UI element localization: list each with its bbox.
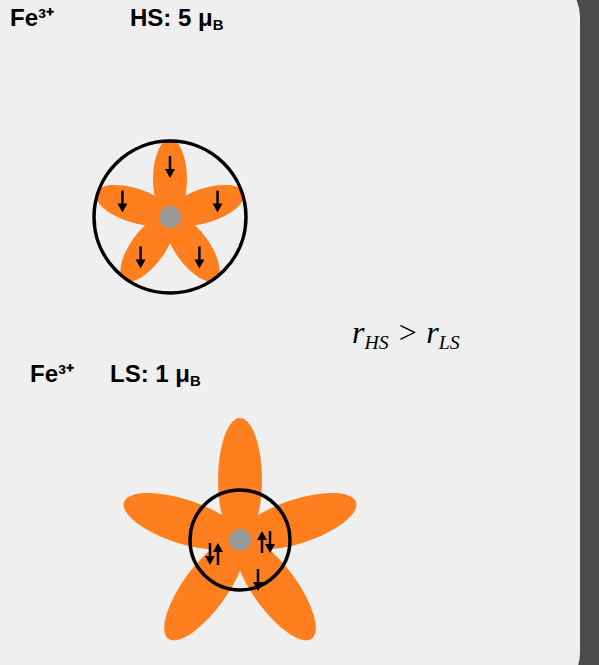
spin-arrowhead	[213, 543, 223, 552]
spin-arrowhead	[257, 531, 267, 540]
spin-arrowhead	[117, 204, 127, 213]
high-spin-ion	[91, 139, 250, 293]
panel	[0, 0, 580, 665]
spin-arrowhead	[205, 556, 215, 565]
spin-arrow	[139, 246, 142, 261]
spin-arrowhead	[213, 204, 223, 213]
spin-arrow	[121, 191, 124, 206]
spin-arrow	[169, 156, 172, 171]
spin-arrow	[257, 569, 260, 584]
ion-label: Fe³⁺	[30, 360, 74, 388]
spin-arrowhead	[253, 582, 263, 591]
spin-arrowhead	[194, 259, 204, 268]
spin-arrow	[209, 543, 212, 558]
spin-arrow	[216, 191, 219, 206]
spin-state-label: LS: 1 μB	[110, 360, 201, 388]
spin-arrowhead	[265, 544, 275, 553]
ionic-radius-circle	[190, 490, 290, 590]
spin-arrowhead	[136, 259, 146, 268]
nucleus	[229, 529, 251, 551]
spin-state-label: HS: 5 μB	[130, 4, 223, 32]
spin-arrow	[198, 246, 201, 261]
spin-arrow	[269, 531, 272, 546]
nucleus	[159, 206, 181, 228]
spin-arrow	[217, 550, 220, 565]
spin-arrow	[261, 538, 264, 553]
spin-arrowhead	[165, 169, 175, 178]
radius-relation: rHS > rLS	[352, 314, 460, 351]
ion-label: Fe³⁺	[10, 4, 54, 32]
ionic-radius-circle	[94, 141, 246, 293]
d-orbital-lobe	[117, 481, 249, 561]
low-spin-ion	[117, 418, 363, 652]
